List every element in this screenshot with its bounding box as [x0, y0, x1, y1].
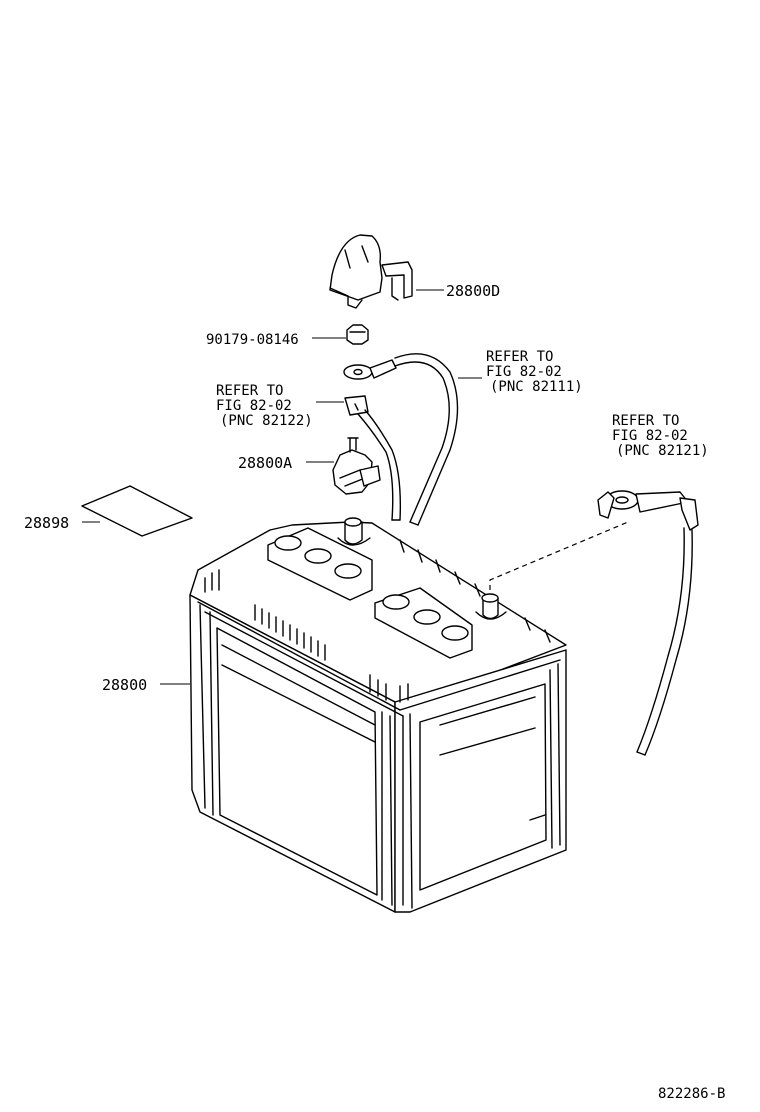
svg-text:REFER TO: REFER TO: [612, 413, 679, 429]
battery-drawing: [189, 517, 629, 913]
leader-lines: [82, 289, 482, 685]
part-label-28800a: 28800A: [238, 454, 292, 472]
label-sheet-drawing: [81, 485, 193, 537]
reference-clamp-cable: REFER TO FIG 82-02 (PNC 82122): [216, 383, 313, 429]
nut-drawing: [346, 324, 369, 345]
terminal-cap-drawing: [329, 234, 413, 309]
svg-text:(PNC 82111): (PNC 82111): [490, 379, 583, 395]
reference-positive-cable: REFER TO FIG 82-02 (PNC 82111): [486, 349, 583, 395]
part-label-28800d: 28800D: [446, 282, 500, 300]
svg-text:FIG 82-02: FIG 82-02: [486, 364, 562, 380]
reference-negative-cable: REFER TO FIG 82-02 (PNC 82121): [612, 413, 709, 459]
part-label-28800: 28800: [102, 676, 147, 694]
svg-text:(PNC 82122): (PNC 82122): [220, 413, 313, 429]
svg-text:(PNC 82121): (PNC 82121): [616, 443, 709, 459]
positive-cable-drawing: [343, 353, 459, 526]
svg-text:FIG 82-02: FIG 82-02: [216, 398, 292, 414]
part-label-28898: 28898: [24, 514, 69, 532]
svg-text:REFER TO: REFER TO: [486, 349, 553, 365]
part-label-90179-08146: 90179-08146: [206, 332, 299, 348]
negative-cable-drawing: [597, 490, 699, 756]
diagram-id: 822286-B: [658, 1086, 725, 1102]
svg-text:FIG 82-02: FIG 82-02: [612, 428, 688, 444]
svg-text:REFER TO: REFER TO: [216, 383, 283, 399]
clamp-terminal-drawing: [332, 395, 401, 521]
